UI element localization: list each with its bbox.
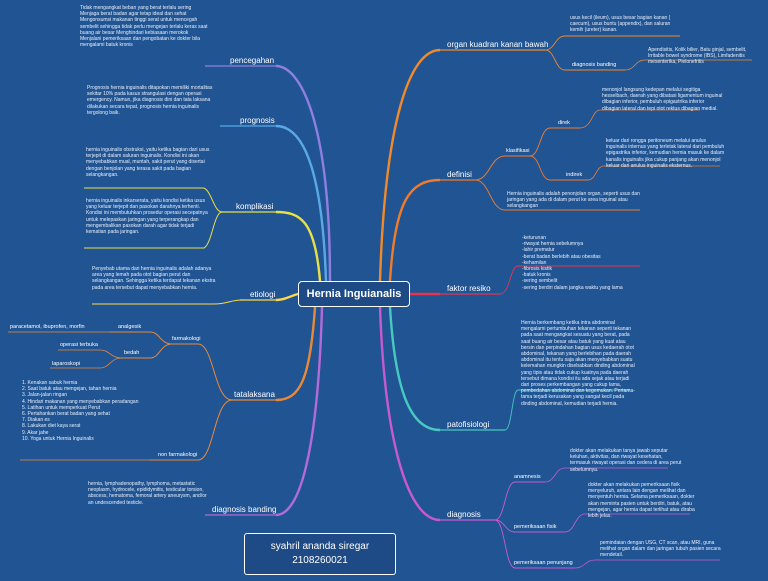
- prognosis-text: Prognosis hernia inguinalis ditapokan me…: [87, 85, 213, 116]
- definisi-text: Hernia inguinalis adalah penonjolan orga…: [507, 191, 640, 210]
- author-name: syahril ananda siregar: [270, 541, 370, 552]
- node-indirek[interactable]: indirek: [566, 172, 583, 178]
- link-diagnosis-banding: [275, 306, 324, 517]
- node-pemeriksaan-penunjang[interactable]: pemeriksaan penunjang: [514, 560, 573, 566]
- node-pemeriksaan-fisik[interactable]: pemeriksaan fisik: [514, 524, 557, 530]
- link-diagnosis: [378, 306, 441, 522]
- pemeriksaan-penunjang-text: pemindaian dengan USG, CT scan, atau MRI…: [600, 540, 721, 559]
- link-tatalaksana: [275, 306, 317, 402]
- branch-pencegahan[interactable]: pencegahan: [230, 56, 275, 65]
- link-etiologi: [275, 292, 299, 302]
- diagnosis-banding-text: hernia, lymphadenopathy, lymphoma, metas…: [88, 481, 207, 506]
- analgesik-text: paracetamol, ibuprofen, morfin: [10, 324, 85, 330]
- node-anamnesis[interactable]: anamnesis: [514, 474, 541, 480]
- node-non-farmakologi[interactable]: non farmakologi: [158, 452, 198, 458]
- author-box: syahril ananda siregar 2108260021: [244, 533, 396, 575]
- link-organ: [378, 48, 441, 282]
- branch-diagnosis-banding[interactable]: diagnosis banding: [212, 505, 277, 514]
- node-klasifikasi[interactable]: klasifikasi: [506, 148, 530, 154]
- link-patofisiologi: [388, 306, 441, 432]
- komplikasi-text-1: hernia inguinalis obstruksi, yaitu ketik…: [86, 147, 210, 178]
- node-laparoskopi[interactable]: laparoskopi: [52, 361, 81, 367]
- organ-diagnosis-banding-text: Apendisitis, Kolik bilier, Batu ginjal, …: [648, 47, 747, 66]
- link-prognosis: [275, 124, 328, 282]
- indirek-text: keluar dari rongga peritoneum melalui an…: [606, 138, 725, 169]
- branch-patofisiologi[interactable]: patofisiologi: [447, 420, 490, 429]
- node-analgesik[interactable]: analgesik: [118, 324, 142, 330]
- node-farmakologi[interactable]: farmakologi: [172, 336, 201, 342]
- branch-faktor-resiko[interactable]: faktor resiko: [447, 284, 491, 293]
- node-organ-diagnosis-banding[interactable]: diagnosis banding: [572, 62, 617, 68]
- link-definisi: [388, 178, 441, 282]
- branch-prognosis[interactable]: prognosis: [240, 116, 275, 125]
- faktor-resiko-list: -keturunan -riwayat hernia sebelumnya -l…: [522, 235, 623, 291]
- node-bedah[interactable]: bedah: [124, 350, 140, 356]
- author-id: 2108260021: [292, 555, 348, 566]
- node-direk[interactable]: direk: [558, 120, 570, 126]
- branch-tatalaksana[interactable]: tatalaksana: [234, 390, 275, 399]
- anamnesis-text: dokter akan melakukan tanya jawab seputa…: [570, 448, 682, 473]
- direk-text: menonjol langsung kedepan melalui segiti…: [602, 87, 723, 112]
- pemeriksaan-fisik-text: dokter akan melakukan pemeriksaan fisik …: [588, 482, 695, 520]
- branch-definisi[interactable]: definisi: [447, 170, 472, 179]
- link-pencegahan: [275, 64, 332, 282]
- pencegahan-text: Tidak mengangkat beban yang berat terlal…: [80, 5, 208, 49]
- non-farmakologi-list: 1. Kenakan sabuk hernia 2. Saat batuk at…: [22, 380, 139, 442]
- branch-komplikasi[interactable]: komplikasi: [236, 202, 274, 211]
- organ-text: usus kecil (ileum), usus besar bagian ka…: [570, 15, 671, 34]
- etiologi-text: Penyebab utama dari hernia inguinalis ad…: [92, 266, 216, 291]
- branch-etiologi[interactable]: etiologi: [250, 290, 276, 299]
- node-operasi-terbuka[interactable]: operasi terbuka: [60, 342, 98, 348]
- patofisiologi-text: Hernia berkembang ketika intra abdominal…: [521, 320, 635, 407]
- komplikasi-text-2: hernia inguinalis inkarserata, yaitu kon…: [86, 198, 208, 236]
- central-topic[interactable]: Hernia Inguianalis: [298, 281, 410, 307]
- branch-diagnosis[interactable]: diagnosis: [447, 510, 481, 519]
- branch-organ-kuadran[interactable]: organ kuadran kanan bawah: [447, 40, 549, 49]
- link-komplikasi: [275, 210, 322, 282]
